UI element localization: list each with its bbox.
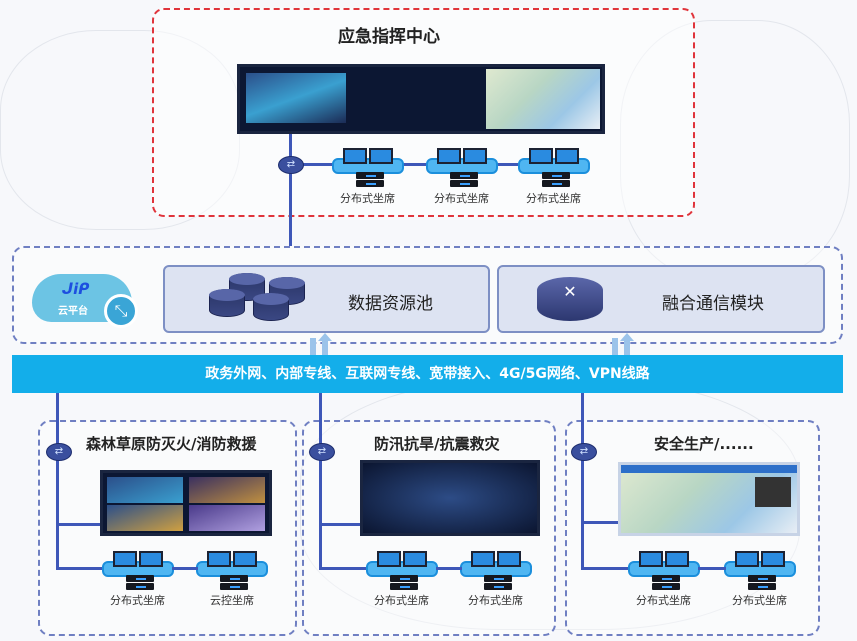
connector-line — [319, 393, 322, 569]
connector-line — [319, 567, 369, 570]
switch-icon: ⇄ — [571, 443, 597, 461]
data-pool-label: 数据资源池 — [348, 294, 433, 314]
database-icon — [253, 293, 289, 321]
branch-title: 防汛抗旱/抗震救灾 — [374, 435, 500, 453]
switch-icon: ⇄ — [278, 156, 304, 174]
expand-icon: ⤡ — [104, 294, 138, 328]
comm-module-label: 融合通信模块 — [662, 294, 764, 314]
branch-screen — [360, 460, 540, 536]
seat-label: 分布式坐席 — [526, 192, 581, 205]
connector-line — [56, 523, 102, 526]
seat-label: 云控坐席 — [210, 594, 254, 607]
connector-line — [436, 567, 462, 570]
connector-line — [698, 567, 726, 570]
seat-label: 分布式坐席 — [340, 192, 395, 205]
branch-title: 森林草原防灭火/消防救援 — [86, 435, 257, 453]
connector-line — [289, 134, 292, 246]
seat-label: 分布式坐席 — [636, 594, 691, 607]
network-bar-text: 政务外网、内部专线、互联网专线、宽带接入、4G/5G网络、VPN线路 — [205, 366, 650, 382]
connector-line — [56, 567, 106, 570]
seat-label: 分布式坐席 — [434, 192, 489, 205]
map-screen — [486, 69, 600, 129]
workstation — [426, 148, 498, 190]
connector-line — [581, 393, 584, 569]
workstation — [196, 551, 268, 593]
data-pool-panel: 数据资源池 — [163, 265, 490, 333]
database-icon — [209, 289, 245, 317]
router-icon: ✕ — [537, 277, 603, 321]
terrain-screen — [246, 73, 346, 123]
branch-screen — [618, 462, 800, 536]
connector-line — [581, 567, 631, 570]
workstation — [628, 551, 700, 593]
connector-line — [319, 523, 363, 526]
cloud-label: 云平台 — [58, 306, 88, 317]
comm-module-panel: ✕ 融合通信模块 — [497, 265, 825, 333]
cloud-platform-icon: ᒍiᑭ 云平台 ⤡ — [32, 274, 138, 328]
workstation — [460, 551, 532, 593]
arrow-up-icon — [620, 333, 634, 360]
workstation — [724, 551, 796, 593]
switch-icon: ⇄ — [309, 443, 335, 461]
network-bar: 政务外网、内部专线、互联网专线、宽带接入、4G/5G网络、VPN线路 — [12, 355, 843, 393]
workstation — [366, 551, 438, 593]
workstation — [332, 148, 404, 190]
connector-line — [172, 567, 198, 570]
branch-screen — [100, 470, 272, 536]
seat-label: 分布式坐席 — [468, 594, 523, 607]
switch-icon: ⇄ — [46, 443, 72, 461]
video-wall — [237, 64, 605, 134]
branch-title: 安全生产/...... — [654, 435, 754, 453]
connector-line — [581, 521, 621, 524]
workstation — [518, 148, 590, 190]
command-center-title: 应急指挥中心 — [338, 27, 440, 47]
connector-line — [56, 393, 59, 569]
seat-label: 分布式坐席 — [732, 594, 787, 607]
workstation — [102, 551, 174, 593]
seat-label: 分布式坐席 — [110, 594, 165, 607]
arrow-up-icon — [318, 333, 332, 360]
seat-label: 分布式坐席 — [374, 594, 429, 607]
